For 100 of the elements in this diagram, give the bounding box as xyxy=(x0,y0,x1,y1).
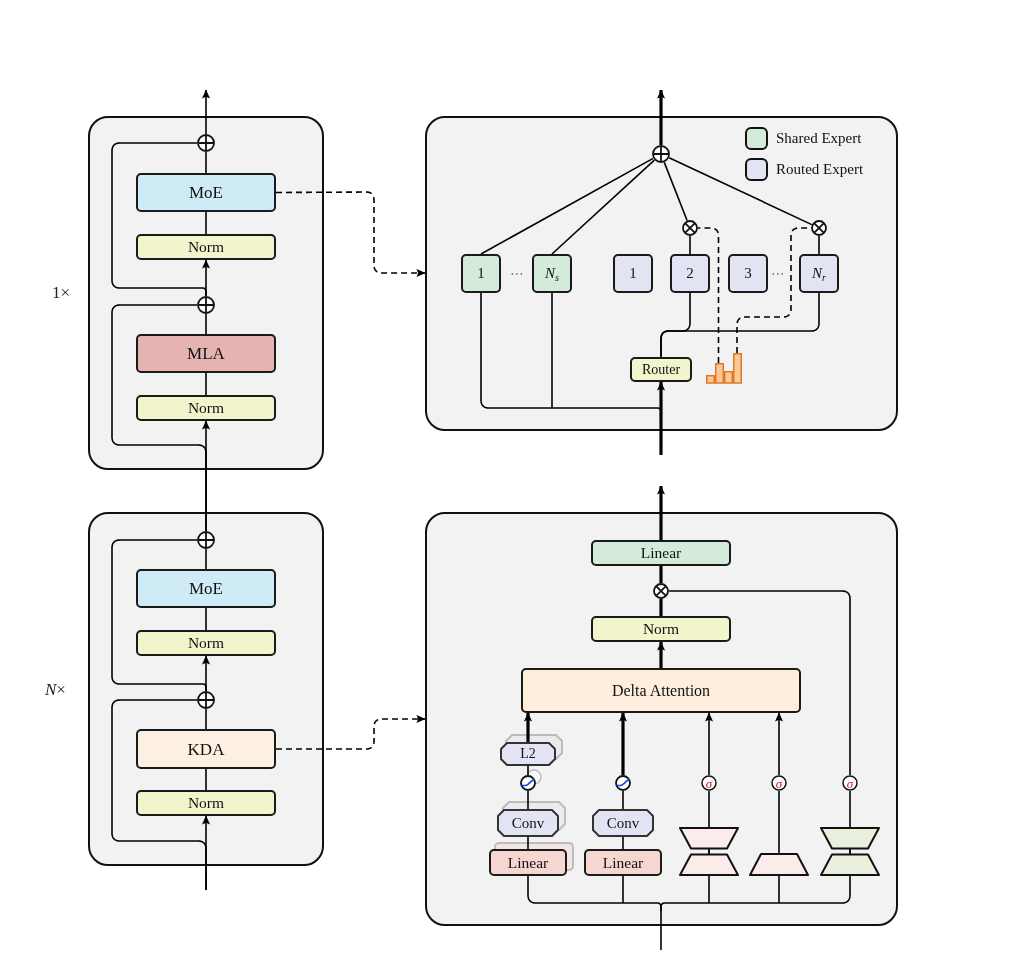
multiply-symbol xyxy=(653,583,669,599)
expert-label: 2 xyxy=(686,266,694,281)
layer-label: Linear xyxy=(640,545,682,561)
arrow xyxy=(774,712,784,776)
repeat-count: N× xyxy=(45,681,66,698)
connector-line xyxy=(205,211,207,235)
panel xyxy=(88,116,324,470)
layer-box xyxy=(136,790,276,816)
expert-box xyxy=(728,254,768,293)
connector-line xyxy=(660,910,662,951)
expert-box xyxy=(613,254,653,293)
panel xyxy=(425,512,898,926)
connector-line xyxy=(708,902,780,904)
connector-line xyxy=(778,875,851,904)
layer-label: Norm xyxy=(642,621,680,637)
panel xyxy=(88,512,324,866)
multiply-symbol xyxy=(682,220,698,236)
connector-line xyxy=(527,790,529,810)
arrow xyxy=(618,712,628,775)
layer-box xyxy=(136,729,276,769)
ellipsis: ⋯ xyxy=(771,266,785,280)
sigma-label: σ xyxy=(775,776,783,790)
operation-block xyxy=(497,809,559,837)
connector-line xyxy=(205,768,207,791)
arrow xyxy=(656,485,666,540)
layer-box xyxy=(489,849,567,876)
layer-label: Norm xyxy=(187,635,225,651)
layer-box xyxy=(136,569,276,608)
connector-line xyxy=(778,790,780,854)
add-symbol xyxy=(197,296,215,314)
layer-box xyxy=(136,334,276,373)
expert-box xyxy=(461,254,501,293)
operation-block xyxy=(500,742,556,766)
router-box xyxy=(630,357,692,382)
connector-line xyxy=(849,790,851,828)
bar-chart-icon xyxy=(705,352,743,384)
expert-label: N$_{r}$ xyxy=(812,266,826,281)
connector-line xyxy=(622,836,624,850)
layer-box xyxy=(136,630,276,656)
sigmoid-symbol xyxy=(842,775,858,791)
sigmoid-symbol xyxy=(701,775,717,791)
add-symbol xyxy=(197,134,215,152)
expert-label: N$_{s}$ xyxy=(545,266,559,281)
arrow xyxy=(704,712,714,776)
connector-line xyxy=(551,292,553,409)
legend-label: Shared Expert xyxy=(776,131,862,146)
connector-line xyxy=(622,790,624,810)
arrow xyxy=(201,89,211,135)
connector-line xyxy=(668,157,813,226)
sigma-label: σ xyxy=(705,776,713,790)
layer-box xyxy=(136,173,276,212)
layer-label: Linear xyxy=(602,854,644,871)
connector-line xyxy=(480,292,553,409)
connector-line xyxy=(660,292,820,358)
trapezoid-block xyxy=(749,853,809,876)
connector-line xyxy=(708,790,710,828)
layer-label: MoE xyxy=(189,580,223,597)
layer-box xyxy=(584,849,662,876)
connector-line xyxy=(480,157,654,255)
connector-line xyxy=(660,902,710,912)
arrow xyxy=(523,712,533,742)
attention-box xyxy=(521,668,801,713)
layer-label: KDA xyxy=(187,740,225,758)
connector-line xyxy=(659,566,663,583)
connector-line xyxy=(527,836,529,850)
operation-block xyxy=(592,809,654,837)
connector-line xyxy=(111,142,207,297)
dashed-arrow xyxy=(275,714,426,750)
arrow xyxy=(656,89,666,145)
layer-box xyxy=(136,395,276,421)
legend-label: Routed Expert xyxy=(776,162,864,177)
panel xyxy=(425,116,898,431)
expert-box xyxy=(799,254,839,293)
connector-line xyxy=(551,159,656,255)
connector-line xyxy=(205,313,207,335)
activation-symbol xyxy=(520,775,536,791)
connector-line xyxy=(818,235,820,255)
layer-label: MLA xyxy=(187,345,225,362)
operation-label: L2 xyxy=(520,747,536,761)
layer-label: Norm xyxy=(187,795,225,811)
connector-line xyxy=(205,151,207,174)
connector-line xyxy=(689,235,691,255)
connector-line xyxy=(527,875,624,904)
connector-line xyxy=(205,372,207,396)
activation-symbol xyxy=(615,775,631,791)
attention-label: Delta Attention xyxy=(611,682,711,699)
expert-label: 1 xyxy=(477,266,485,281)
layer-box xyxy=(591,540,731,566)
connector-line xyxy=(622,875,624,904)
expert-label: 3 xyxy=(744,266,752,281)
repeat-count: 1× xyxy=(52,284,71,301)
connector-line xyxy=(659,416,663,455)
expert-label: 1 xyxy=(629,266,637,281)
layer-label: Norm xyxy=(187,239,225,255)
arrow xyxy=(656,381,666,416)
ellipsis: ⋯ xyxy=(510,266,524,280)
operation-label: Conv xyxy=(606,815,640,831)
connector-line xyxy=(708,875,710,904)
connector-line xyxy=(663,161,688,222)
dashed-connector-line xyxy=(697,227,720,364)
